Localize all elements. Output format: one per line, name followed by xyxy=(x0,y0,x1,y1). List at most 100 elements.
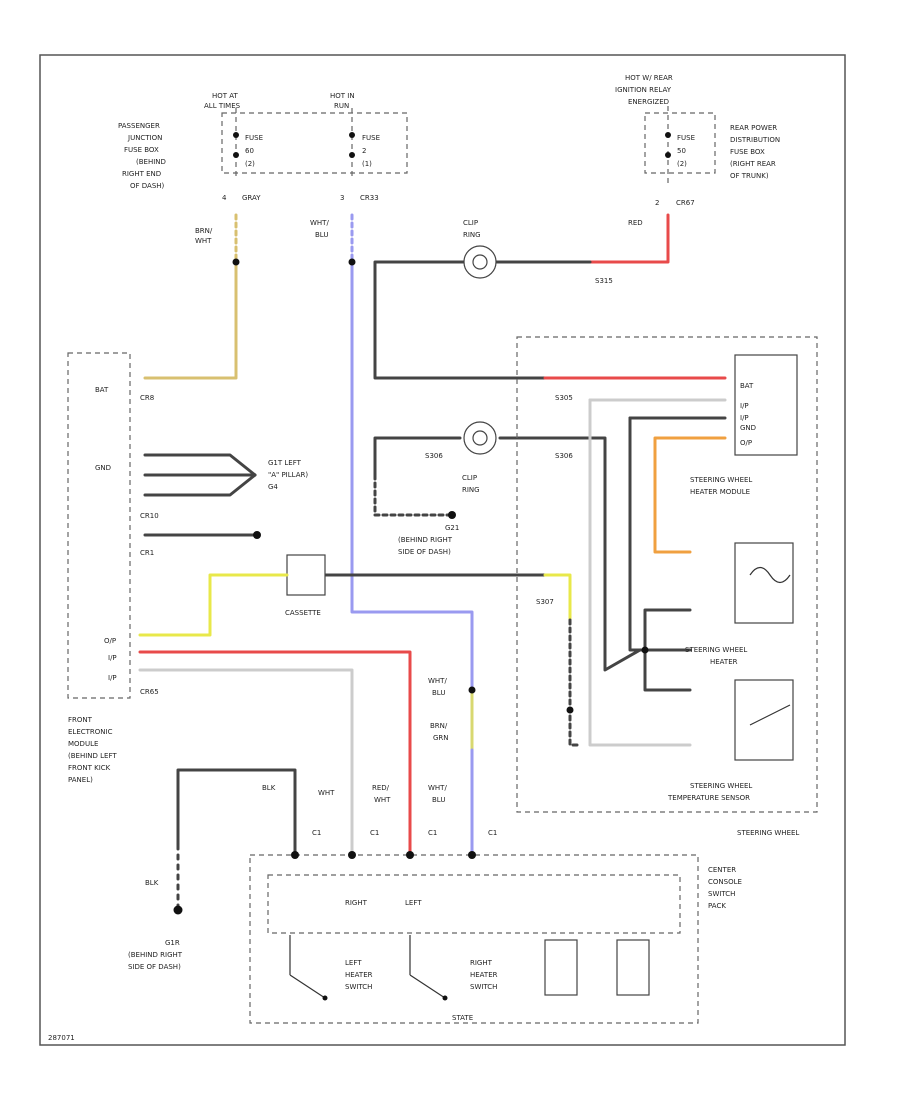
wire-gnd-heater xyxy=(628,416,692,652)
wire-red-switch xyxy=(138,650,412,857)
wire-label-red: RED xyxy=(628,219,643,227)
svg-text:MODULE: MODULE xyxy=(68,740,98,748)
wire-black-clip-mid-right xyxy=(498,436,642,672)
temp-sensor-label-2: TEMPERATURE SENSOR xyxy=(667,794,750,802)
wire-blk-heater-hi xyxy=(643,608,692,652)
switch-pin-3-label: C1 xyxy=(428,829,437,837)
wire-black-clip-top xyxy=(373,260,592,380)
clip-ring-mid-label-1: CLIP xyxy=(462,474,477,482)
switch-pin-2-label: C1 xyxy=(370,829,379,837)
switch-left-tag: LEFT xyxy=(405,899,422,907)
diagram-frame xyxy=(39,54,846,1046)
switch-pin-1 xyxy=(291,851,299,859)
fuse-mid-conn: 3 xyxy=(340,194,344,202)
switch-state-label: STATE xyxy=(452,1014,473,1022)
steering-module-pins: BAT I/P I/P GND O/P xyxy=(740,382,756,447)
passenger-box-label: PASSENGER JUNCTION FUSE BOX (BEHIND RIGH… xyxy=(118,122,166,190)
wire-label-wht-blu3-2: BLU xyxy=(432,796,445,804)
fuse-left-wire: GRAY xyxy=(242,194,261,202)
cassette-label: CASSETTE xyxy=(285,609,321,617)
ground-g21 xyxy=(448,511,456,519)
wire-red-top xyxy=(588,213,670,264)
ground-g21-label-3: SIDE OF DASH) xyxy=(398,548,451,556)
fuse-mid-hot-2: RUN xyxy=(334,102,349,110)
ground-g1r-label: G1R (BEHIND RIGHT SIDE OF DASH) xyxy=(128,939,183,971)
right-switch-label: RIGHT HEATER SWITCH xyxy=(470,959,498,991)
cassette xyxy=(286,554,326,596)
svg-text:I/P: I/P xyxy=(740,414,749,422)
indicator-led-2 xyxy=(616,939,650,996)
svg-text:PANEL): PANEL) xyxy=(68,776,93,784)
fuse-left-node-bot xyxy=(233,152,239,158)
ground-g21-label-2: (BEHIND RIGHT xyxy=(398,536,453,544)
svg-text:I/P: I/P xyxy=(108,674,117,682)
svg-text:I/P: I/P xyxy=(108,654,117,662)
fuse-mid-amp: 2 xyxy=(362,147,366,155)
splice-blue xyxy=(348,258,356,266)
wire-label-red-wht-2: WHT xyxy=(374,796,391,804)
wire-label-brn-wht-2: WHT xyxy=(195,237,212,245)
steering-wheel-label: STEERING WHEEL xyxy=(737,829,799,837)
left-heater-switch-icon xyxy=(289,935,326,999)
svg-text:FUSE BOX: FUSE BOX xyxy=(730,148,765,156)
fuse-mid-node-top xyxy=(349,132,355,138)
wire-blue-main xyxy=(350,260,474,692)
svg-text:JUNCTION: JUNCTION xyxy=(127,134,162,142)
rear-box-label: REAR POWER DISTRIBUTION FUSE BOX (RIGHT … xyxy=(730,124,780,180)
svg-text:RIGHT END: RIGHT END xyxy=(122,170,161,178)
steering-wheel-heater xyxy=(734,542,794,624)
temp-sensor-label-1: STEERING WHEEL xyxy=(690,782,752,790)
front-module-outline xyxy=(67,352,131,699)
wire-black-to-ground xyxy=(373,473,452,517)
ground-g1r xyxy=(173,905,183,915)
svg-text:FRONT: FRONT xyxy=(68,716,93,724)
svg-text:CR1: CR1 xyxy=(140,549,154,557)
clip-ring-mid xyxy=(463,421,497,455)
svg-text:REAR POWER: REAR POWER xyxy=(730,124,777,132)
svg-text:CR10: CR10 xyxy=(140,512,159,520)
svg-text:CR65: CR65 xyxy=(140,688,159,696)
svg-text:RIGHT: RIGHT xyxy=(470,959,493,967)
svg-text:(RIGHT REAR: (RIGHT REAR xyxy=(730,160,776,168)
fuse-left-hot-2: ALL TIMES xyxy=(204,102,241,110)
wire-black-clip-mid-left xyxy=(373,436,462,477)
ground-g21-label-1: G21 xyxy=(445,524,459,532)
wire-label-brn-grn-2: GRN xyxy=(433,734,449,742)
svg-text:O/P: O/P xyxy=(740,439,752,447)
switch-pin-1-label: C1 xyxy=(312,829,321,837)
wire-label-s315: S315 xyxy=(595,277,613,285)
wire-gnd-3 xyxy=(143,473,257,497)
svg-text:GND: GND xyxy=(95,464,111,472)
switch-pin-2 xyxy=(348,851,356,859)
switch-right-tag: RIGHT xyxy=(345,899,368,907)
fuse-left-amp: 60 xyxy=(245,147,254,155)
svg-text:SWITCH: SWITCH xyxy=(470,983,497,991)
fuse-left-node-top xyxy=(233,132,239,138)
fuse-right-conn: 2 xyxy=(655,199,659,207)
fuse-left-conn: 4 xyxy=(222,194,227,202)
left-switch-label: LEFT HEATER SWITCH xyxy=(345,959,373,991)
steering-module-label-2: HEATER MODULE xyxy=(690,488,750,496)
svg-text:DISTRIBUTION: DISTRIBUTION xyxy=(730,136,780,144)
clip-ring-top-inner xyxy=(472,254,488,270)
fuse-mid-fuse: FUSE xyxy=(362,134,380,142)
wire-blk-switch xyxy=(176,768,297,857)
svg-text:G1R: G1R xyxy=(165,939,180,947)
splice-s307 xyxy=(566,706,574,714)
wire-label-wht-blu2-1: WHT/ xyxy=(428,677,447,685)
svg-text:ELECTRONIC: ELECTRONIC xyxy=(68,728,113,736)
wire-label-red-wht-1: RED/ xyxy=(372,784,390,792)
fuse-mid-wire: CR33 xyxy=(360,194,379,202)
clip-ring-top-label-1: CLIP xyxy=(463,219,478,227)
svg-text:CENTER: CENTER xyxy=(708,866,736,874)
wire-label-brn-wht-1: BRN/ xyxy=(195,227,213,235)
right-switch-contact xyxy=(442,995,448,1001)
right-heater-switch-icon xyxy=(409,935,446,999)
fuse-mid-node-bot xyxy=(349,152,355,158)
wire-tan-bat xyxy=(143,260,238,380)
fuse-left-ref: (2) xyxy=(245,160,255,168)
wire-label-wht: WHT xyxy=(318,789,335,797)
fuse-right-hot-1: HOT W/ REAR xyxy=(625,74,673,82)
front-module-label: FRONT ELECTRONIC MODULE (BEHIND LEFT FRO… xyxy=(68,716,117,784)
